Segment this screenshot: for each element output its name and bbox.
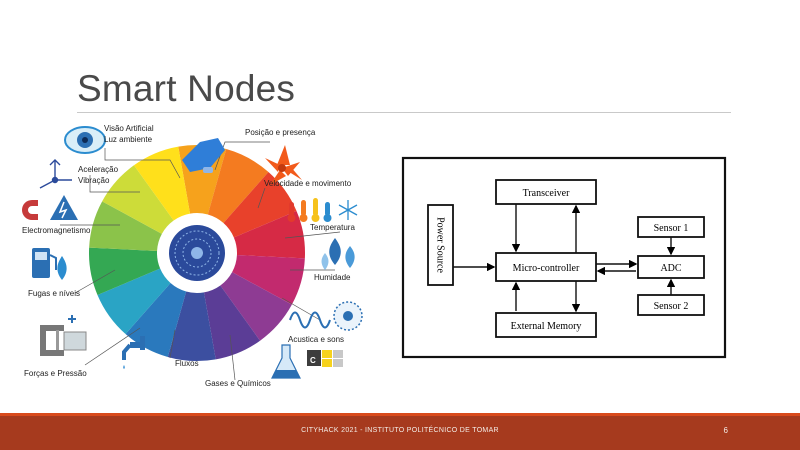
label-posicao-presenca: Posição e presença	[245, 128, 316, 137]
wheel-segment	[220, 272, 292, 341]
faucet-icon	[122, 336, 145, 369]
sound-wave-icon	[289, 301, 363, 331]
slide-footer: CITYHACK 2021 - INSTITUTO POLITÉCNICO DE…	[0, 416, 800, 450]
eye-icon	[64, 126, 106, 154]
label-gases-quimicos: Gases e Químicos	[205, 379, 271, 388]
wheel-segment	[97, 268, 171, 334]
label-velocidade-movimento: Velocidade e movimento	[264, 179, 352, 188]
external-memory-block: External Memory	[495, 312, 597, 338]
wheel-segment	[203, 285, 261, 360]
leader-lines	[60, 141, 341, 381]
footer-text: CITYHACK 2021 - INSTITUTO POLITÉCNICO DE…	[301, 427, 499, 434]
svg-text:C: C	[310, 356, 316, 365]
sensor2-block: Sensor 2	[637, 294, 705, 316]
thermometers-icon	[287, 198, 332, 222]
water-drops-icon	[321, 238, 355, 270]
flask-icon	[271, 344, 301, 379]
sensor-wheel-figure: C Visão Artificial Luz ambiente Posição …	[22, 124, 363, 388]
microcontroller-block: Micro-controller	[495, 252, 597, 282]
sensor1-label: Sensor 1	[654, 223, 689, 234]
label-vibracao: Vibração	[78, 176, 110, 185]
transceiver-label: Transceiver	[523, 188, 571, 199]
power-source-block: Power Source	[427, 204, 454, 286]
wheel-segment	[233, 211, 306, 259]
wheel-segment	[102, 165, 174, 234]
wheel-segment	[89, 201, 162, 252]
label-forcas-pressao: Forças e Pressão	[24, 369, 87, 378]
adc-block: ADC	[637, 255, 705, 279]
diagram-arrows	[453, 204, 676, 313]
fuel-pump-icon	[32, 248, 67, 280]
label-temperatura: Temperatura	[310, 223, 355, 232]
wheel-segment	[207, 149, 269, 224]
wheel-segment	[133, 146, 191, 221]
wheel-segment	[223, 172, 297, 238]
clamp-icon	[40, 315, 87, 356]
wheel-segment	[232, 254, 305, 305]
accelerometer-icon	[39, 159, 72, 189]
wheel-center-hole	[165, 218, 230, 288]
label-fluxos: Fluxos	[175, 359, 199, 368]
label-acustica-sons: Acustica e sons	[288, 335, 344, 344]
node-block-diagram: Power Source Transceiver Micro-controlle…	[401, 156, 727, 359]
fan-icon	[265, 145, 302, 185]
label-humidade: Humidade	[314, 273, 351, 282]
adc-label: ADC	[660, 263, 681, 274]
periodic-table-icon: C	[307, 350, 343, 367]
wheel-segment	[89, 247, 161, 295]
label-visao-artificial: Visão Artificial	[104, 124, 154, 133]
slide-title: Smart Nodes	[77, 68, 296, 109]
sensor2-label: Sensor 2	[654, 301, 689, 312]
hand-touch-icon	[182, 138, 225, 173]
power-source-label: Power Source	[435, 217, 446, 273]
external-memory-label: External Memory	[511, 321, 582, 332]
label-aceleracao: Aceleração	[78, 165, 119, 174]
label-fugas-niveis: Fugas e níveis	[28, 289, 80, 298]
label-electromagnetismo: Electromagnetismo	[22, 226, 91, 235]
wheel-segment	[167, 291, 216, 361]
footer-accent-line	[0, 413, 800, 416]
snowflake-icon	[338, 200, 358, 220]
color-wheel	[89, 144, 306, 361]
microcontroller-label: Micro-controller	[513, 263, 580, 274]
page-number: 6	[723, 426, 728, 435]
transceiver-block: Transceiver	[495, 179, 597, 205]
title-divider	[77, 112, 731, 113]
label-luz-ambiente: Luz ambiente	[104, 135, 153, 144]
sensor1-block: Sensor 1	[637, 216, 705, 238]
magnet-warning-icon	[22, 195, 78, 220]
